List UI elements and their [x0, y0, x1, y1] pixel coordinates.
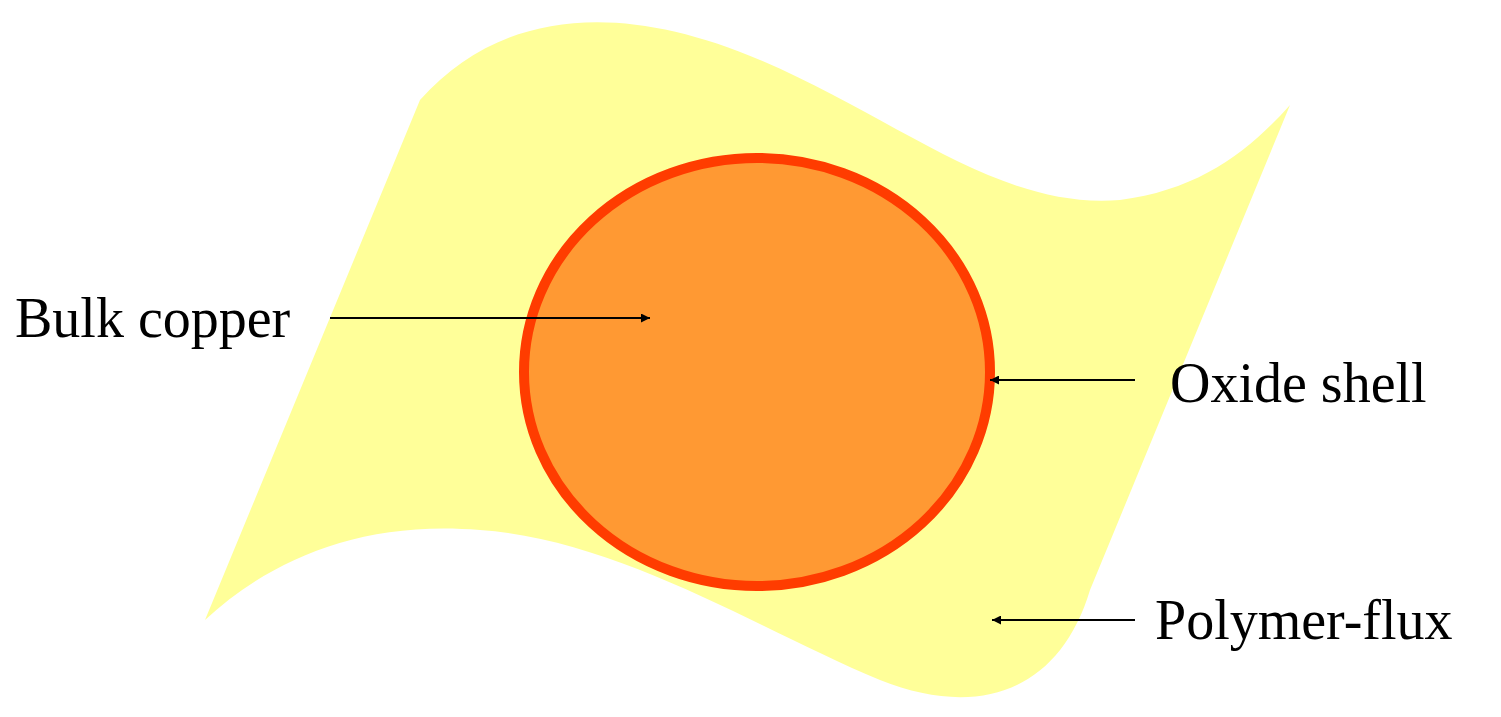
part-label: Bulk copper	[15, 290, 290, 346]
polymer-flux-region	[205, 22, 1290, 697]
leader-arrow	[990, 379, 1135, 381]
part-label: Oxide shell	[1170, 355, 1427, 411]
leader-arrow	[330, 317, 650, 319]
leader-arrow	[992, 619, 1135, 621]
part-label: Polymer-flux	[1155, 592, 1453, 648]
bulk-copper-core	[524, 158, 990, 586]
